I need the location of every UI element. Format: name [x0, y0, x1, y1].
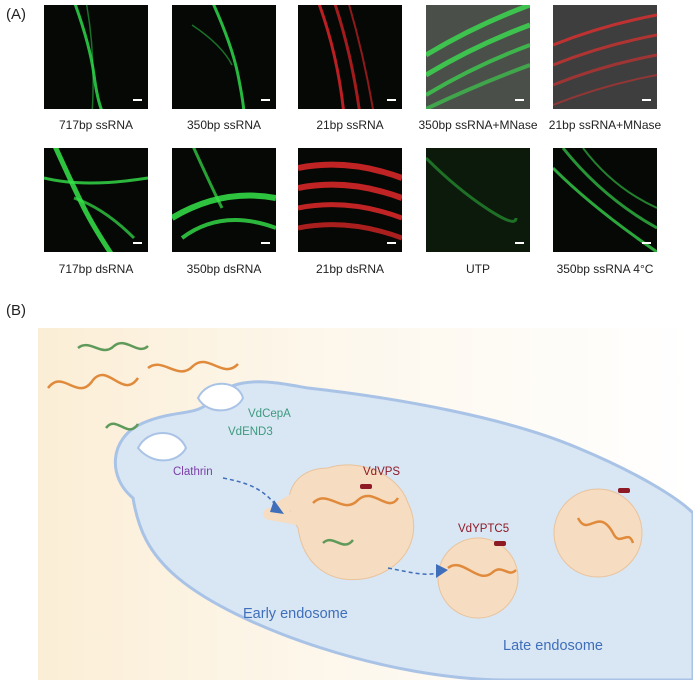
label-vdcepa: VdCepA: [248, 408, 291, 420]
scale-bar: [261, 242, 270, 244]
label-vdend3: VdEND3: [228, 426, 273, 438]
micrograph-717bp-ssrna: [44, 5, 148, 109]
scale-bar: [642, 242, 651, 244]
label-vdyptc5: VdYPTC5: [458, 523, 510, 535]
scale-bar: [387, 242, 396, 244]
vesicle-invagination-2: [196, 382, 245, 412]
micrograph-350bp-ssrna-4c: [553, 148, 657, 252]
caption-utp: UTP: [466, 262, 490, 276]
micrograph-21bp-ssrna: [298, 5, 402, 109]
caption-350bp-dsrna: 350bp dsRNA: [186, 262, 262, 276]
caption-21bp-dsrna: 21bp dsRNA: [315, 262, 385, 276]
dsrna-strand-1: [47, 373, 140, 390]
transport-arrow-1-head: [270, 500, 284, 514]
scale-bar: [515, 99, 524, 101]
caption-350bp-ssrna: 350bp ssRNA: [186, 118, 262, 132]
scale-bar: [133, 99, 142, 101]
caption-717bp-ssrna: 717bp ssRNA: [58, 118, 134, 132]
ssrna-strand-1: [147, 360, 239, 373]
label-late-endosome: Late endosome: [503, 638, 603, 654]
transport-arrow-2-head: [436, 564, 448, 578]
caption-350bp-ssrna-4c: 350bp ssRNA 4°C: [556, 262, 654, 276]
rna-strand-late-2: [576, 517, 635, 544]
caption-21bp-ssrna-mnase: 21bp ssRNA+MNase: [548, 118, 662, 132]
vesicle-invagination-1: [136, 432, 188, 462]
rna-strand-endosome-1: [312, 494, 400, 507]
diagram-canvas: [38, 328, 693, 680]
micrograph-350bp-ssrna: [172, 5, 276, 109]
rna-strand-green-1: [77, 341, 149, 352]
scale-bar: [261, 99, 270, 101]
panel-a-label: (A): [6, 6, 26, 23]
micrograph-utp: [426, 148, 530, 252]
caption-21bp-ssrna: 21bp ssRNA: [316, 118, 384, 132]
label-vdvps: VdVPS: [363, 466, 401, 478]
scale-bar: [133, 242, 142, 244]
rna-strand-late-1: [447, 564, 517, 577]
late-endosome-2: [553, 488, 643, 578]
label-clathrin: Clathrin: [173, 466, 213, 478]
late-endosome-marker: [618, 488, 630, 493]
rna-strand-green-2: [104, 422, 140, 431]
micrograph-21bp-ssrna-mnase: [553, 5, 657, 109]
caption-350bp-ssrna-mnase: 350bp ssRNA+MNase: [418, 118, 538, 132]
panel-b-label: (B): [6, 302, 26, 319]
rna-strand-endosome-2: [322, 538, 354, 546]
caption-717bp-dsrna: 717bp dsRNA: [58, 262, 134, 276]
micrograph-717bp-dsrna: [44, 148, 148, 252]
scale-bar: [515, 242, 524, 244]
micrograph-350bp-dsrna: [172, 148, 276, 252]
micrograph-350bp-ssrna-mnase: [426, 5, 530, 109]
scale-bar: [642, 99, 651, 101]
vdvps-marker: [360, 484, 372, 489]
label-early-endosome: Early endosome: [243, 606, 348, 622]
late-endosome-1: [437, 537, 519, 619]
endocytosis-diagram: VdCepA VdEND3 Clathrin VdVPS VdYPTC5 Ear…: [38, 328, 693, 680]
scale-bar: [387, 99, 396, 101]
micrograph-21bp-dsrna: [298, 148, 402, 252]
vdyptc5-marker: [494, 541, 506, 546]
